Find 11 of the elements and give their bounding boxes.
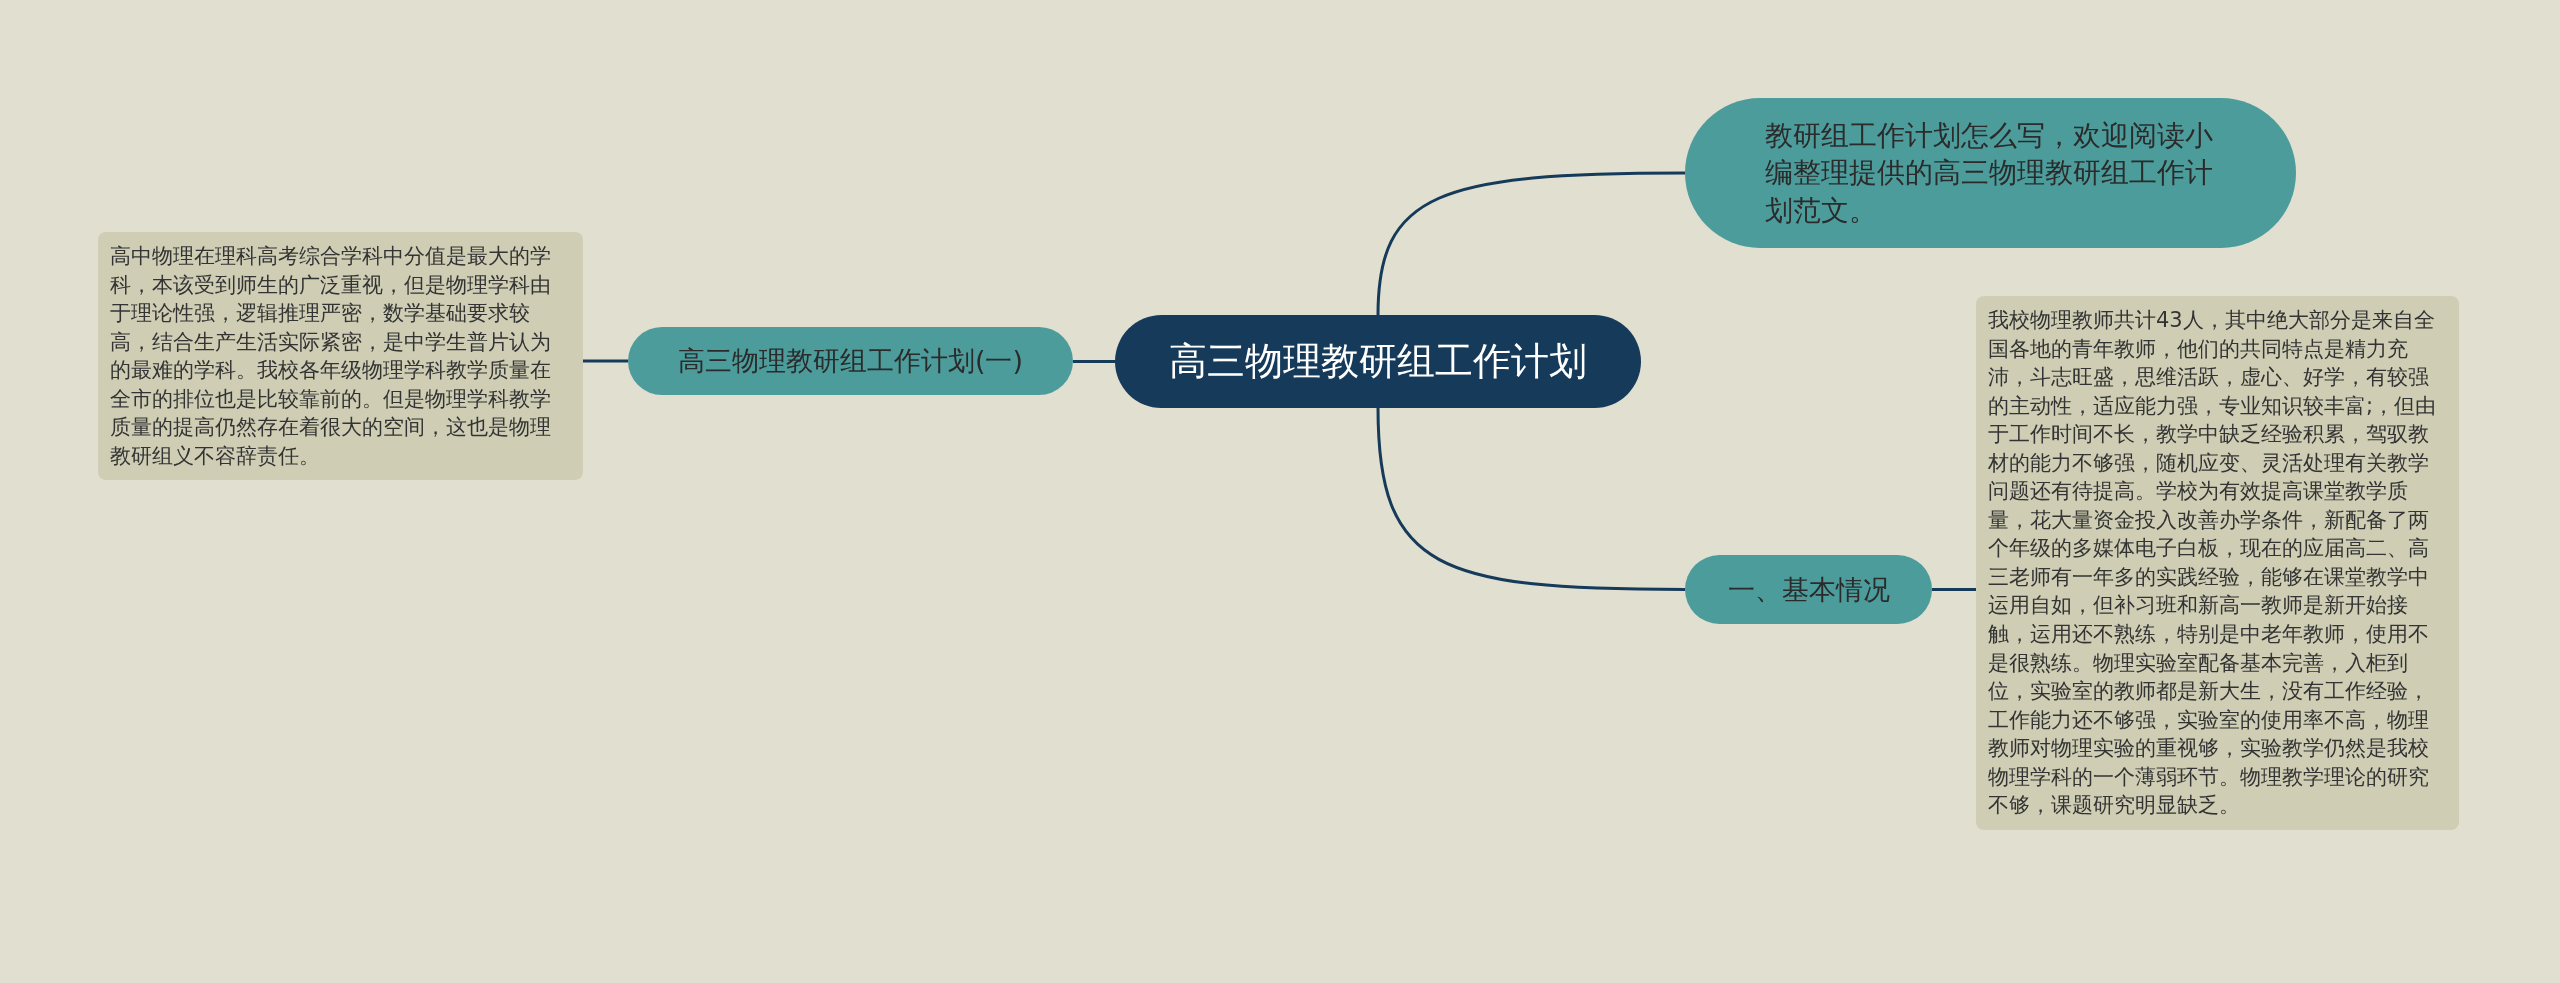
connector-line (1073, 360, 1115, 363)
connector-line (1376, 407, 1685, 591)
topic-text: 高三物理教研组工作计划(一) (677, 344, 1024, 378)
topic-text: 教研组工作计划怎么写，欢迎阅读小编整理提供的高三物理教研组工作计划范文。 (1765, 118, 2214, 229)
topic-text: 一、基本情况 (1727, 572, 1890, 607)
topic-text: 高中物理在理科高考综合学科中分值是最大的学科，本该受到师生的广泛重视，但是物理学科由于理论性强，逻辑推理严密，数学基础要求较高，结合生产生活实际紧密，是中学生普片认为的最难的学科。我校各年级物理学科教学质量在全市的排位也是比较靠前的。但是物理学科教学质量的提高仍然存在着很大的空间，这也是物理教研组义不容辞责任。 (110, 243, 552, 470)
connector-line (1376, 171, 1685, 316)
note-card (98, 232, 583, 481)
connector-line (583, 359, 628, 363)
topic-text: 高三物理教研组工作计划 (1169, 338, 1587, 385)
topic-text: 我校物理教师共计43人，其中绝大部分是来自全国各地的青年教师，他们的共同特点是精力充沛，斗志旺盛，思维活跃，虚心、好学，有较强的主动性，适应能力强，专业知识较丰富;，但由于工作时间不长，教学中缺乏经验积累，驾驭教材的能力不够强，随机应变、灵活处理有关教学问题还有待提高。学校为有效提高课堂教学质量，花大量资金投入改善办学条件，新配备了两个年级的多媒体电子白板，现在的应届高二、高三老师有一年多的实践经验，能够在课堂教学中运用自如，但补习班和新高一教师是新开始接触，运用还不熟练，特别是中老年教师，使用不是很熟练。物理实验室配备基本完善，入柜到位，实验室的教师都是新大生，没有工作经验，工作能力还不够强，实验室的使用率不高，物理教师对物理实验的重视够，实验教学仍然是我校物理学科的一个薄弱环节。物理教学理论的研究不够，课题研究明显缺乏。 (1988, 307, 2438, 820)
